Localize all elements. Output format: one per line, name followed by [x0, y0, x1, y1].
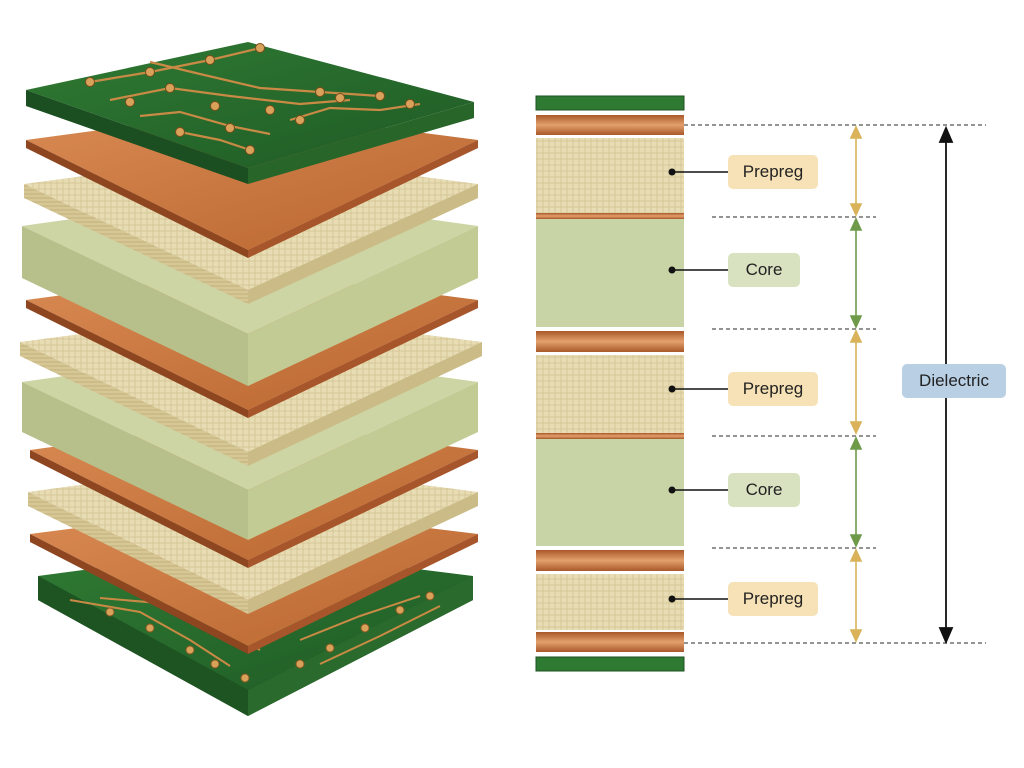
prepreg-label: Prepreg — [728, 582, 818, 616]
prepreg-thickness-arrows — [851, 127, 861, 641]
solder-mask-layer — [536, 96, 684, 110]
copper-layer — [536, 632, 684, 652]
prepreg-label: Prepreg — [728, 372, 818, 406]
prepreg-layer — [536, 355, 684, 433]
core-label: Core — [728, 253, 800, 287]
exploded-stack-illustration — [20, 42, 482, 716]
prepreg-layer — [536, 574, 684, 630]
solder-mask-layer — [536, 657, 684, 671]
copper-layer — [536, 550, 684, 571]
cross-section-column — [536, 96, 684, 671]
prepreg-label: Prepreg — [728, 155, 818, 189]
prepreg-layer — [536, 138, 684, 214]
copper-layer — [536, 115, 684, 135]
core-label: Core — [728, 473, 800, 507]
copper-layer — [536, 331, 684, 352]
copper-layer — [536, 213, 684, 219]
dielectric-label: Dielectric — [902, 364, 1006, 398]
core-layer — [536, 219, 684, 327]
core-layer — [536, 439, 684, 546]
copper-layer — [536, 433, 684, 439]
